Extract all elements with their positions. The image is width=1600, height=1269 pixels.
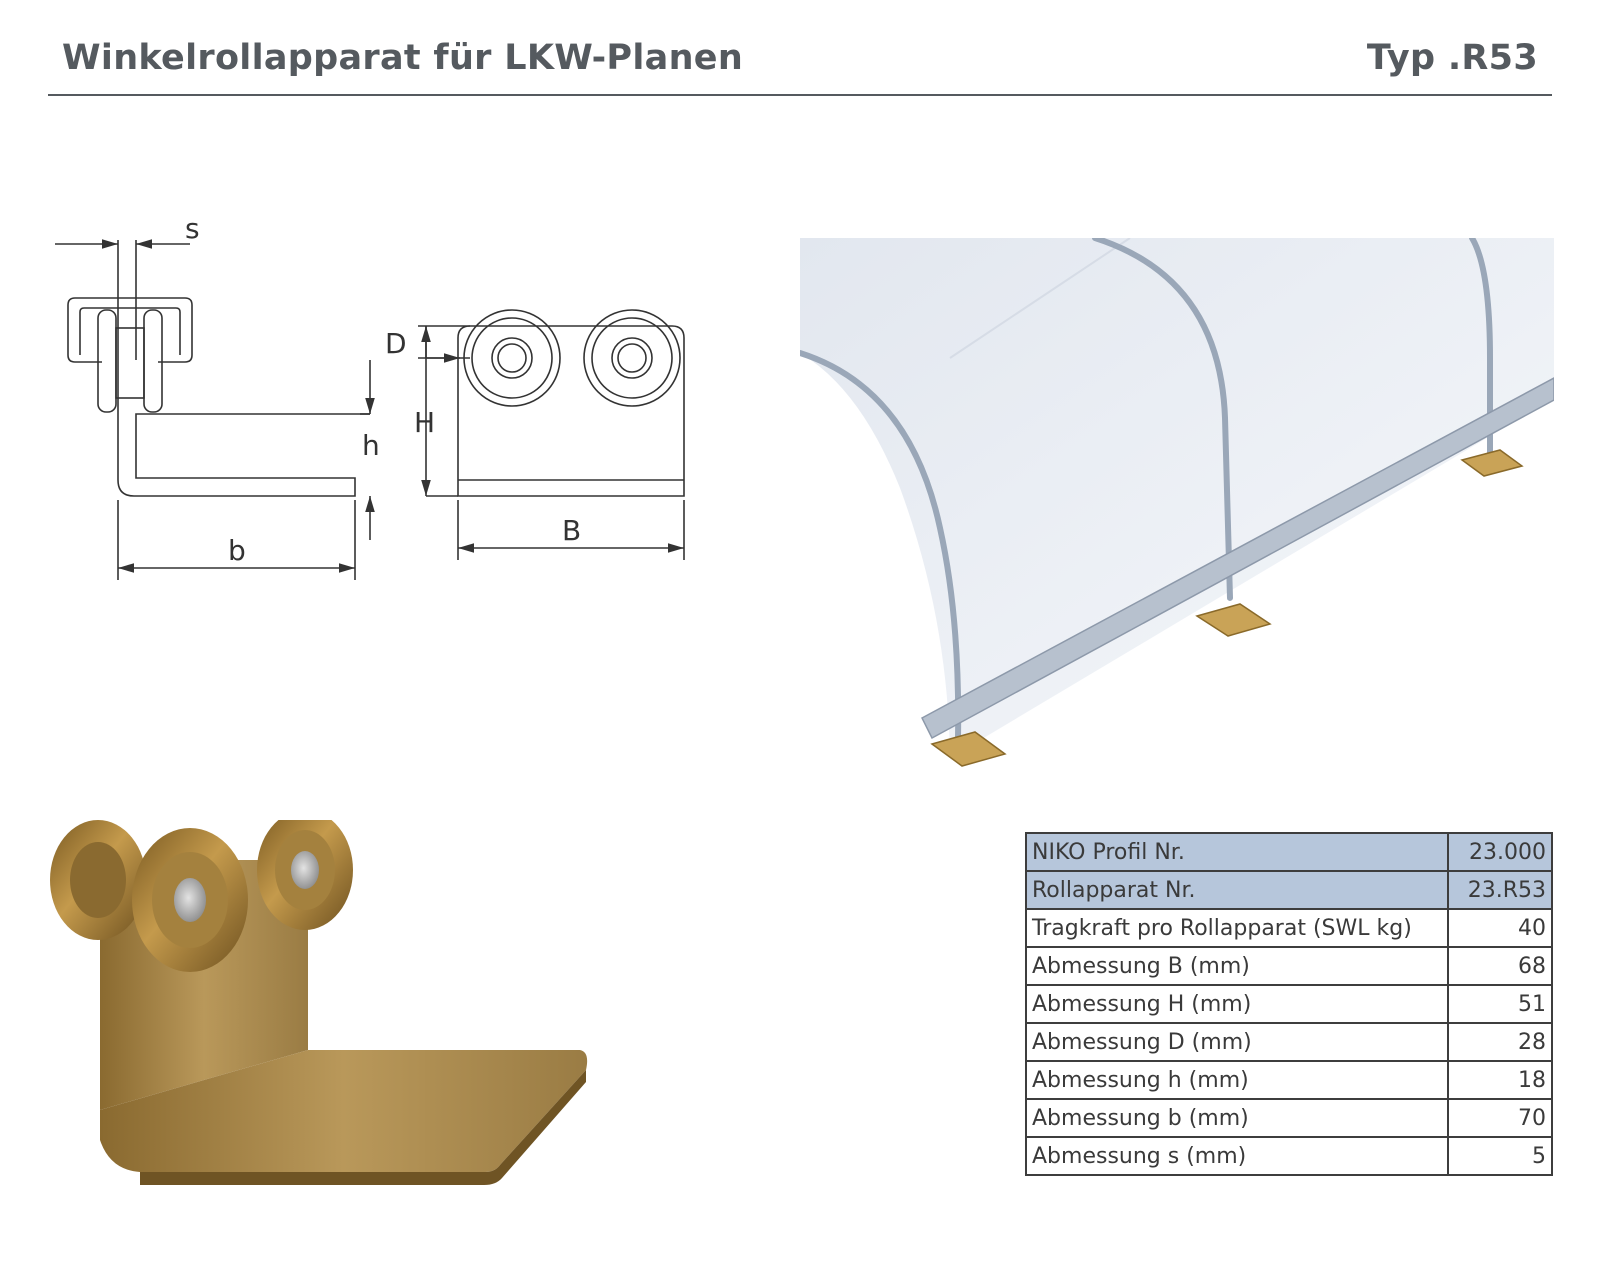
mount-plate-3 <box>1460 449 1524 477</box>
spec-value: 23.000 <box>1447 832 1553 872</box>
dim-label-s: s <box>185 212 200 245</box>
spec-row: Abmessung h (mm)18 <box>1025 1060 1553 1100</box>
dim-label-h: h <box>362 429 380 462</box>
bow-back <box>1469 238 1493 456</box>
spec-row: Abmessung D (mm)28 <box>1025 1022 1553 1062</box>
spec-value: 68 <box>1447 946 1553 986</box>
spec-value: 28 <box>1447 1022 1553 1062</box>
spec-label: Tragkraft pro Rollapparat (SWL kg) <box>1025 908 1449 948</box>
spec-row: NIKO Profil Nr.23.000 <box>1025 832 1553 872</box>
product-type: Typ .R53 <box>1366 38 1538 78</box>
front-view-wheel-left <box>463 309 561 407</box>
side-view-wheel-right <box>143 309 163 413</box>
spec-row: Abmessung b (mm)70 <box>1025 1098 1553 1138</box>
page-title: Winkelrollapparat für LKW-Planen <box>62 38 744 78</box>
front-view-plate <box>457 325 685 497</box>
technical-drawing: s D h H b B <box>55 212 685 580</box>
front-view-wheel-right <box>583 309 681 407</box>
spec-value: 23.R53 <box>1447 870 1553 910</box>
spec-label: NIKO Profil Nr. <box>1025 832 1449 872</box>
spec-label: Abmessung b (mm) <box>1025 1098 1449 1138</box>
tarp-roof-render <box>800 238 1554 790</box>
side-view-wheel-left <box>97 309 117 413</box>
page-header: Winkelrollapparat für LKW-Planen Typ .R5… <box>48 30 1552 96</box>
spec-label: Rollapparat Nr. <box>1025 870 1449 910</box>
tarp-surface <box>800 238 1554 758</box>
roller-wheel-right <box>257 820 353 930</box>
spec-label: Abmessung s (mm) <box>1025 1136 1449 1176</box>
roller-wheel-center <box>132 828 248 972</box>
spec-label: Abmessung B (mm) <box>1025 946 1449 986</box>
dim-label-H: H <box>414 406 435 439</box>
side-view-bracket <box>117 360 370 497</box>
bracket-base <box>100 1050 588 1172</box>
spec-value: 70 <box>1447 1098 1553 1138</box>
dim-label-B: B <box>562 514 581 547</box>
mount-plate-2 <box>1195 603 1272 637</box>
roller-rail <box>921 377 1554 740</box>
spec-label: Abmessung D (mm) <box>1025 1022 1449 1062</box>
dim-label-D: D <box>385 327 407 360</box>
spec-value: 51 <box>1447 984 1553 1024</box>
dim-label-b: b <box>228 534 246 567</box>
roller-wheel-left <box>50 820 146 940</box>
product-photo <box>50 820 588 1185</box>
bow-middle <box>1092 238 1233 601</box>
side-view-housing <box>67 297 193 363</box>
spec-row: Abmessung H (mm)51 <box>1025 984 1553 1024</box>
spec-row: Tragkraft pro Rollapparat (SWL kg)40 <box>1025 908 1553 948</box>
spec-row: Rollapparat Nr.23.R53 <box>1025 870 1553 910</box>
mount-plate-1 <box>930 731 1007 767</box>
spec-value: 18 <box>1447 1060 1553 1100</box>
spec-row: Abmessung B (mm)68 <box>1025 946 1553 986</box>
spec-row: Abmessung s (mm)5 <box>1025 1136 1553 1176</box>
spec-value: 40 <box>1447 908 1553 948</box>
spec-label: Abmessung H (mm) <box>1025 984 1449 1024</box>
spec-label: Abmessung h (mm) <box>1025 1060 1449 1100</box>
bow-front <box>800 350 962 741</box>
spec-value: 5 <box>1447 1136 1553 1176</box>
